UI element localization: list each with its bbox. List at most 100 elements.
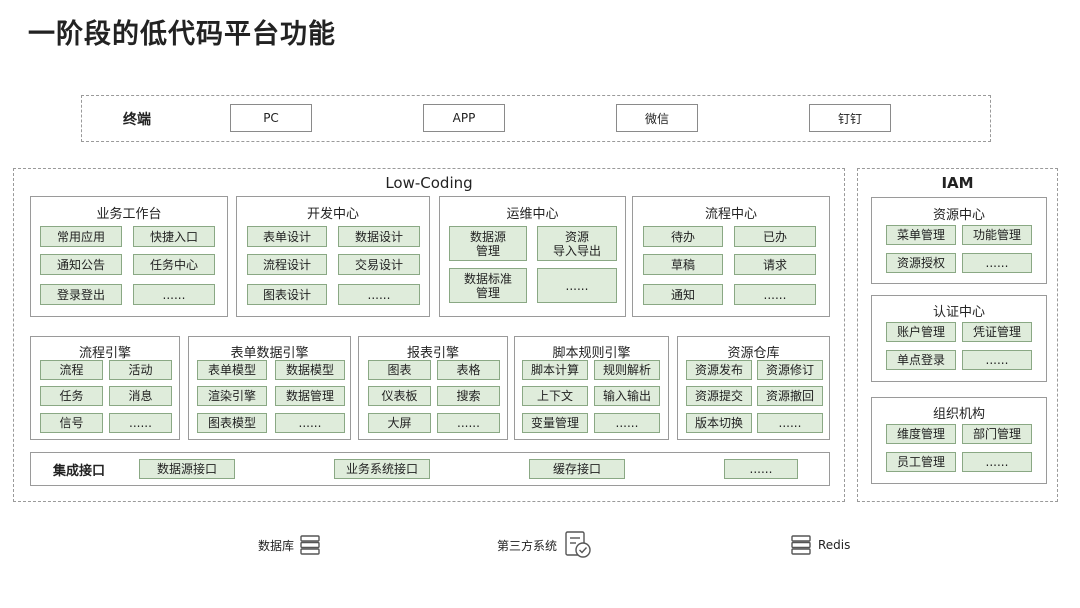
- module-title: 业务工作台: [96, 207, 162, 222]
- iam-group-title: 资源中心: [932, 208, 985, 223]
- item-chart-model[interactable]: 图表模型: [197, 413, 267, 433]
- item-request[interactable]: 请求: [734, 254, 816, 275]
- item-more[interactable]: ......: [734, 284, 816, 305]
- item-more[interactable]: ......: [757, 413, 823, 433]
- terminal-panel: [81, 95, 991, 142]
- item-more[interactable]: ......: [962, 350, 1032, 370]
- bottom-third-party: 第三方系统: [497, 530, 594, 560]
- item-chart-design[interactable]: 图表设计: [247, 284, 327, 305]
- item-data-mgmt[interactable]: 数据管理: [275, 386, 345, 406]
- item-more[interactable]: ......: [109, 413, 172, 433]
- engine-title: 资源仓库: [727, 346, 780, 361]
- item-employee-mgmt[interactable]: 员工管理: [886, 452, 956, 472]
- item-form-design[interactable]: 表单设计: [247, 226, 327, 247]
- item-sso[interactable]: 单点登录: [886, 350, 956, 370]
- bottom-redis: Redis: [790, 534, 850, 556]
- terminal-wechat[interactable]: 微信: [616, 104, 698, 132]
- item-done[interactable]: 已办: [734, 226, 816, 247]
- integration-label: 集成接口: [52, 464, 105, 479]
- iam-group-title: 认证中心: [932, 305, 985, 320]
- item-variable-mgmt[interactable]: 变量管理: [522, 413, 588, 433]
- item-version-switch[interactable]: 版本切换: [686, 413, 752, 433]
- item-task[interactable]: 任务: [40, 386, 103, 406]
- bottom-redis-label: Redis: [818, 538, 851, 552]
- item-more[interactable]: ......: [133, 284, 215, 305]
- item-table[interactable]: 表格: [437, 360, 500, 380]
- iam-group-title: 组织机构: [932, 407, 985, 422]
- third-party-system-icon: [565, 531, 591, 558]
- terminal-dingtalk[interactable]: 钉钉: [809, 104, 891, 132]
- item-more[interactable]: ......: [275, 413, 345, 433]
- item-more[interactable]: ......: [962, 452, 1032, 472]
- item-input-output[interactable]: 输入输出: [594, 386, 660, 406]
- item-announcements[interactable]: 通知公告: [40, 254, 122, 275]
- item-render-engine[interactable]: 渲染引擎: [197, 386, 267, 406]
- item-datasource-mgmt[interactable]: 数据源 管理: [449, 226, 527, 261]
- item-common-apps[interactable]: 常用应用: [40, 226, 122, 247]
- item-resource-submit[interactable]: 资源提交: [686, 386, 752, 406]
- engine-title: 流程引擎: [78, 346, 131, 361]
- module-title: 开发中心: [306, 207, 359, 222]
- item-script-calc[interactable]: 脚本计算: [522, 360, 588, 380]
- item-signal[interactable]: 信号: [40, 413, 103, 433]
- item-task-center[interactable]: 任务中心: [133, 254, 215, 275]
- item-credential-mgmt[interactable]: 凭证管理: [962, 322, 1032, 342]
- item-resource-revise[interactable]: 资源修订: [757, 360, 823, 380]
- lowcoding-panel: [13, 168, 845, 502]
- item-flow-design[interactable]: 流程设计: [247, 254, 327, 275]
- item-flow[interactable]: 流程: [40, 360, 103, 380]
- module-title: 流程中心: [704, 207, 757, 222]
- lowcoding-title: Low-Coding: [385, 174, 473, 192]
- page-title: 一阶段的低代码平台功能: [28, 19, 336, 50]
- terminal-app[interactable]: APP: [423, 104, 505, 132]
- item-resource-withdraw[interactable]: 资源撤回: [757, 386, 823, 406]
- item-function-mgmt[interactable]: 功能管理: [962, 225, 1032, 245]
- item-chart[interactable]: 图表: [368, 360, 431, 380]
- item-business-system-api[interactable]: 业务系统接口: [334, 459, 430, 479]
- item-notice[interactable]: 通知: [643, 284, 723, 305]
- item-data-design[interactable]: 数据设计: [338, 226, 420, 247]
- item-activity[interactable]: 活动: [109, 360, 172, 380]
- terminal-label: 终端: [123, 112, 151, 128]
- item-dashboard[interactable]: 仪表板: [368, 386, 431, 406]
- database-icon: [300, 535, 320, 555]
- item-more[interactable]: ......: [537, 268, 617, 303]
- item-resource-import-export[interactable]: 资源 导入导出: [537, 226, 617, 261]
- item-rule-parse[interactable]: 规则解析: [594, 360, 660, 380]
- item-account-mgmt[interactable]: 账户管理: [886, 322, 956, 342]
- item-dimension-mgmt[interactable]: 维度管理: [886, 424, 956, 444]
- item-more[interactable]: ......: [594, 413, 660, 433]
- item-search[interactable]: 搜索: [437, 386, 500, 406]
- engine-title: 脚本规则引擎: [552, 346, 631, 361]
- item-more[interactable]: ......: [962, 253, 1032, 273]
- item-data-model[interactable]: 数据模型: [275, 360, 345, 380]
- item-todo[interactable]: 待办: [643, 226, 723, 247]
- item-more[interactable]: ......: [724, 459, 798, 479]
- redis-database-icon: [791, 535, 811, 555]
- module-title: 运维中心: [506, 207, 559, 222]
- item-more[interactable]: ......: [338, 284, 420, 305]
- item-quick-entry[interactable]: 快捷入口: [133, 226, 215, 247]
- item-trade-design[interactable]: 交易设计: [338, 254, 420, 275]
- bottom-third-party-label: 第三方系统: [497, 538, 558, 553]
- iam-panel: [857, 168, 1058, 502]
- item-login-logout[interactable]: 登录登出: [40, 284, 122, 305]
- engine-title: 表单数据引擎: [230, 346, 309, 361]
- item-more[interactable]: ......: [437, 413, 500, 433]
- engine-title: 报表引擎: [406, 346, 459, 361]
- item-resource-auth[interactable]: 资源授权: [886, 253, 956, 273]
- item-menu-mgmt[interactable]: 菜单管理: [886, 225, 956, 245]
- item-resource-publish[interactable]: 资源发布: [686, 360, 752, 380]
- item-department-mgmt[interactable]: 部门管理: [962, 424, 1032, 444]
- item-big-screen[interactable]: 大屏: [368, 413, 431, 433]
- item-draft[interactable]: 草稿: [643, 254, 723, 275]
- item-message[interactable]: 消息: [109, 386, 172, 406]
- item-cache-api[interactable]: 缓存接口: [529, 459, 625, 479]
- item-form-model[interactable]: 表单模型: [197, 360, 267, 380]
- terminal-pc[interactable]: PC: [230, 104, 312, 132]
- item-data-standard-mgmt[interactable]: 数据标准 管理: [449, 268, 527, 303]
- bottom-database: 数据库: [258, 534, 321, 556]
- item-datasource-api[interactable]: 数据源接口: [139, 459, 235, 479]
- iam-title: IAM: [941, 174, 974, 192]
- item-context[interactable]: 上下文: [522, 386, 588, 406]
